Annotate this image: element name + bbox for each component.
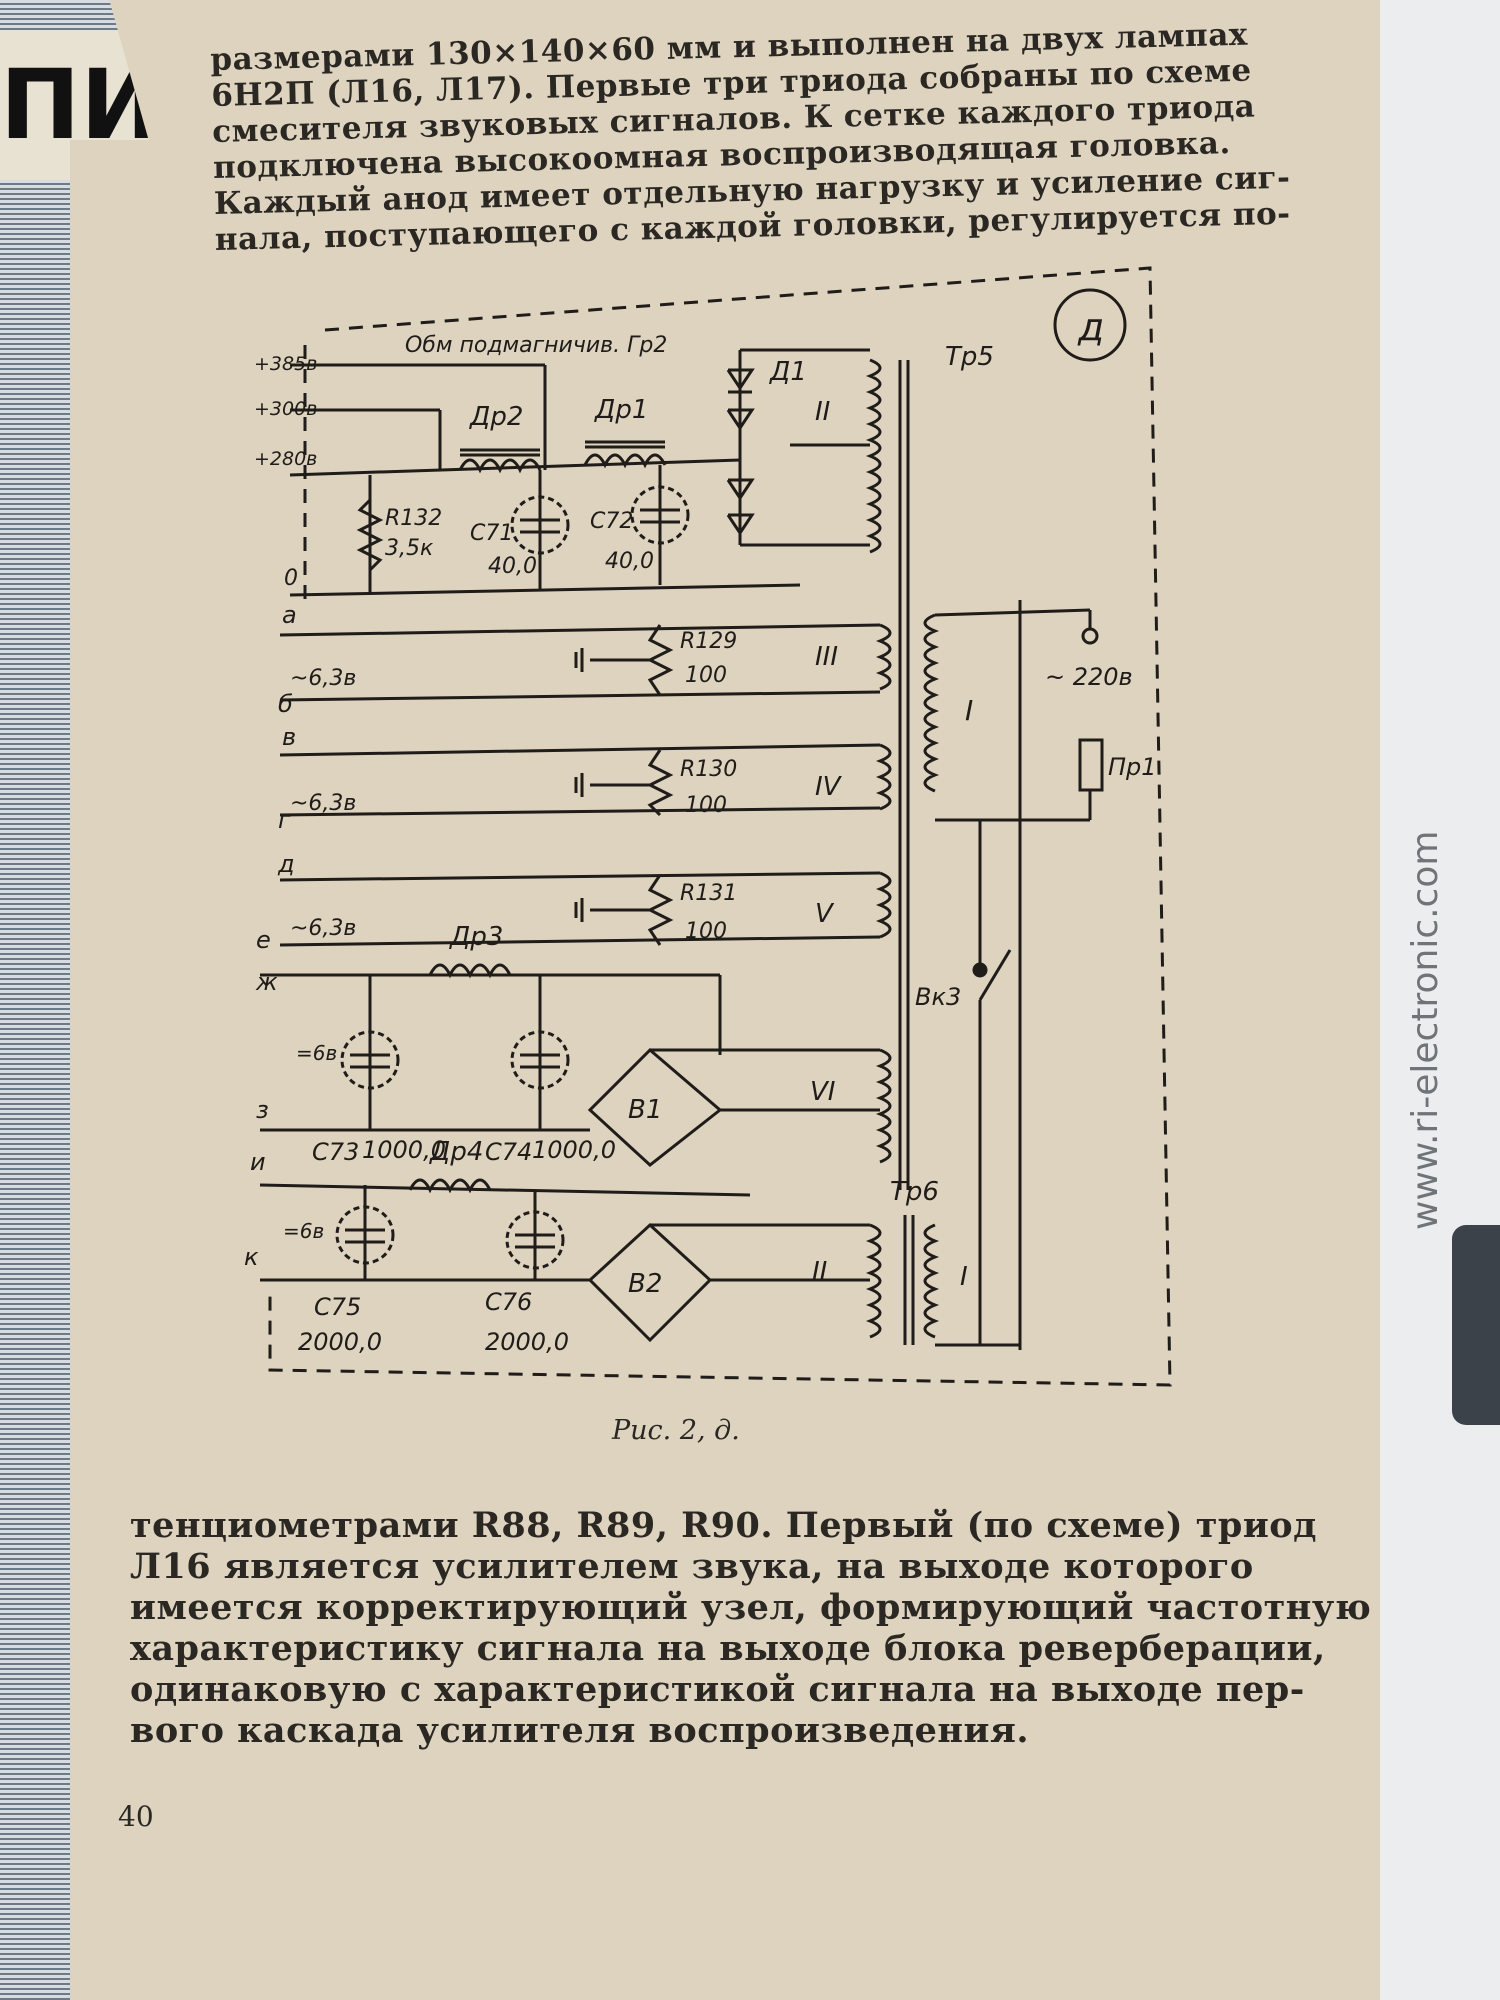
label-c76-val: 2000,0 <box>485 1328 569 1356</box>
label-winding-v: V <box>815 899 835 929</box>
fuse-pr1 <box>1078 738 1104 792</box>
label-line-zh: ж <box>255 968 278 996</box>
page-number: 40 <box>118 1800 154 1833</box>
label-b2: B2 <box>628 1269 662 1299</box>
winding-v <box>875 871 892 939</box>
choke-dr1 <box>583 453 667 469</box>
winding-tr6-i <box>923 1223 940 1339</box>
label-r130: R130 <box>680 757 737 782</box>
label-dr4: Др4 <box>429 1137 483 1167</box>
label-vk3: Вк3 <box>915 983 961 1011</box>
label-dc2: =6в <box>283 1219 324 1243</box>
label-line-d: д <box>277 850 295 878</box>
winding-i-primary <box>923 613 940 793</box>
label-winding-tr6-i: I <box>960 1262 968 1292</box>
label-heater-3: ~6,3в <box>290 916 356 941</box>
choke-dr4 <box>408 1178 492 1194</box>
label-385v: +385в <box>254 353 317 375</box>
choke-dr2 <box>458 458 542 474</box>
bridge-b2 <box>587 1222 713 1343</box>
label-winding-iii: III <box>815 642 838 672</box>
label-winding-ii: II <box>815 397 830 427</box>
label-line-k: к <box>244 1243 259 1271</box>
label-c72: C72 <box>590 509 633 534</box>
bottom-paragraph: тенциометрами R88, R89, R90. Первый (по … <box>130 1505 1372 1751</box>
label-c74: C74 <box>485 1138 532 1166</box>
label-dr1: Др1 <box>594 395 648 425</box>
label-line-a: а <box>282 601 297 629</box>
label-c73: C73 <box>312 1138 359 1166</box>
label-line-g: г <box>278 806 291 834</box>
label-winding: Обм подмагничив. Гр2 <box>405 333 667 358</box>
choke <box>428 963 512 979</box>
bridge-b1 <box>587 1047 723 1167</box>
label-line-v: в <box>282 723 296 751</box>
text-line: имеется корректирующий узел, формирующий… <box>130 1587 1372 1628</box>
label-dr3: Др3 <box>449 922 503 952</box>
r130 <box>646 749 674 817</box>
label-r132-val: 3,5к <box>385 536 434 561</box>
label-winding-tr6-ii: II <box>812 1257 827 1287</box>
label-c71-val: 40,0 <box>488 554 537 579</box>
figure-caption: Рис. 2, д. <box>612 1415 740 1446</box>
enclosure-dashed-border <box>268 266 1172 1387</box>
label-c74-val: 1000,0 <box>532 1136 616 1164</box>
label-dc1: =6в <box>296 1041 337 1065</box>
label-c73-val: 1000,0 <box>362 1136 446 1164</box>
mains-terminal <box>1081 627 1099 645</box>
label-c75: C75 <box>314 1293 361 1321</box>
label-r131: R131 <box>680 881 737 906</box>
right-background-sheet <box>1370 0 1500 2000</box>
label-c76: C76 <box>485 1288 532 1316</box>
winding-iii <box>875 623 892 691</box>
label-winding-vi: VI <box>810 1077 835 1107</box>
label-mains: ~ 220в <box>1045 663 1133 691</box>
label-dr2: Др2 <box>469 402 523 432</box>
panel-mark <box>1053 288 1127 362</box>
label-r130-val: 100 <box>685 793 727 818</box>
label-line-z: з <box>256 1096 269 1124</box>
label-b1: B1 <box>628 1095 662 1125</box>
label-c75-val: 2000,0 <box>298 1328 382 1356</box>
right-dark-block <box>1452 1225 1500 1425</box>
label-line-e: е <box>256 926 271 954</box>
label-winding-i: I <box>965 694 973 727</box>
label-tr5: Тр5 <box>945 342 994 372</box>
label-d1: Д1 <box>769 357 807 387</box>
r132 <box>356 498 384 572</box>
label-pr1: Пр1 <box>1108 753 1157 781</box>
label-280v: +280в <box>254 448 317 470</box>
text-line: вого каскада усилителя воспроизведения. <box>130 1710 1030 1751</box>
label-line-i: и <box>250 1148 266 1176</box>
text-line: характеристику сигнала на выходе блока р… <box>130 1628 1326 1669</box>
label-heater-1: ~6,3в <box>290 666 356 691</box>
label-winding-iv: IV <box>815 772 843 802</box>
text-line: тенциометрами R88, R89, R90. Первый (по … <box>130 1505 1317 1546</box>
label-heater-2: ~6,3в <box>290 791 356 816</box>
label-r129: R129 <box>680 629 737 654</box>
label-0: 0 <box>284 566 298 591</box>
text-line: одинаковую с характеристикой сигнала на … <box>130 1669 1305 1710</box>
winding-vi <box>875 1048 892 1164</box>
label-300v: +300в <box>254 398 317 420</box>
rail-0 <box>289 583 801 597</box>
r131 <box>646 874 674 946</box>
panel-mark-letter: д <box>1077 305 1104 349</box>
diode-d1 <box>726 368 755 391</box>
label-line-b: б <box>278 690 293 718</box>
label-r132: R132 <box>385 506 442 531</box>
r129 <box>646 624 674 696</box>
label-c71: C71 <box>470 521 513 546</box>
winding-ii <box>865 358 882 554</box>
label-c72-val: 40,0 <box>605 549 654 574</box>
label-r129-val: 100 <box>685 663 727 688</box>
label-tr6: Тр6 <box>890 1177 939 1207</box>
winding-iv <box>875 743 892 811</box>
winding-tr6-ii <box>865 1223 882 1339</box>
switch-vk3 <box>978 949 1012 1001</box>
text-line: Л16 является усилителем звука, на выходе… <box>130 1546 1254 1587</box>
book-page <box>70 0 1380 2000</box>
label-r131-val: 100 <box>685 919 727 944</box>
